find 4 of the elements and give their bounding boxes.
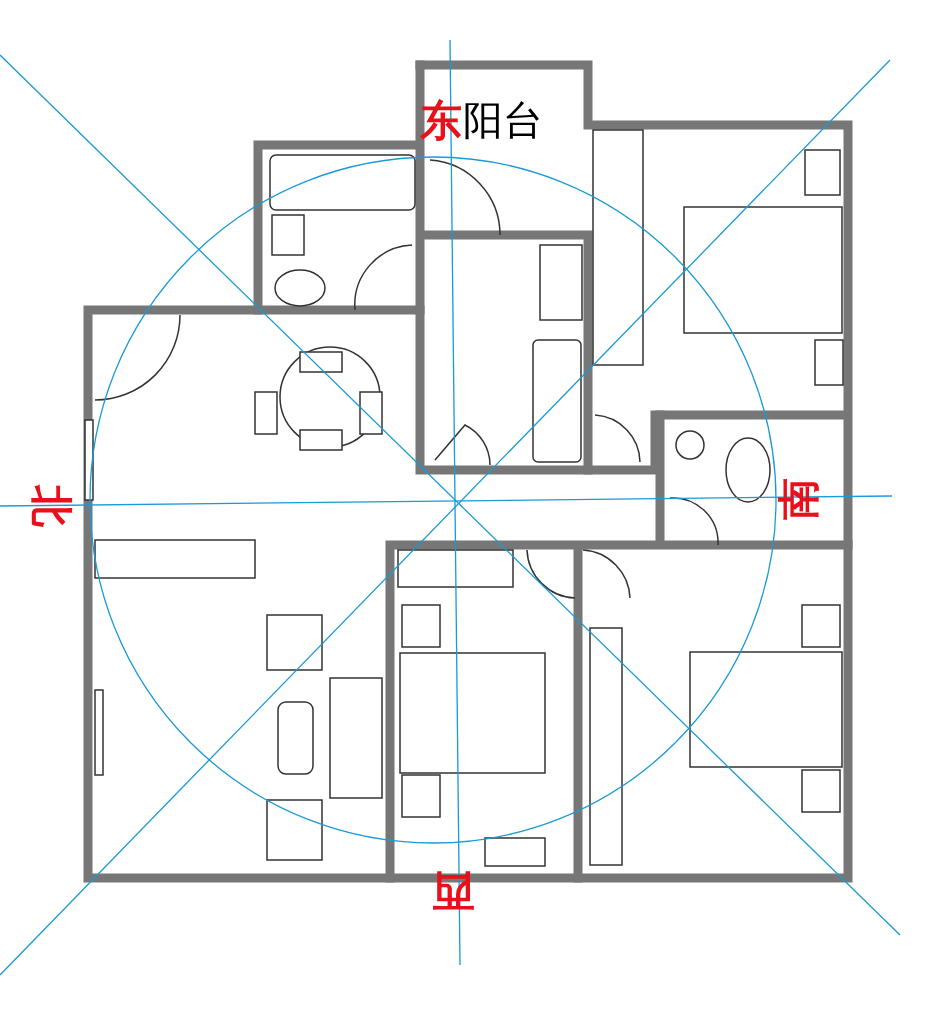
room-label: 阳台 [463, 100, 543, 140]
direction-label: 西 [432, 870, 474, 912]
direction-label: 北 [30, 485, 72, 527]
direction-label: 南 [778, 478, 820, 520]
